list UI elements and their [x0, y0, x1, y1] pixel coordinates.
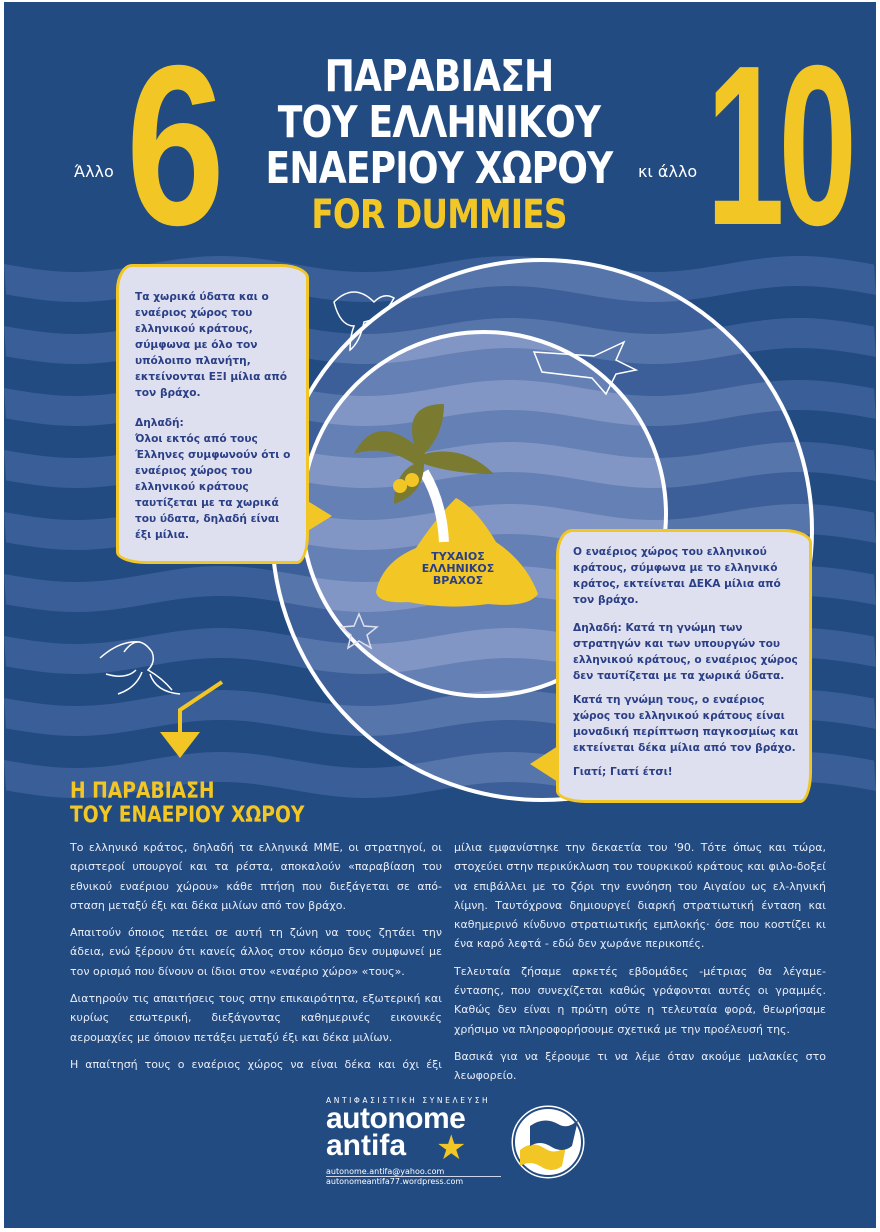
body-paragraph: μίλια εμφανίστηκε την δεκαετία του '90. … [454, 841, 826, 951]
island-label-line-1: ΤΥΧΑΙΟΣ [431, 550, 485, 563]
antifa-flag-logo-icon [508, 1102, 588, 1182]
ten-miles-box: Ο εναέριος χώρος του ελληνικού κράτους, … [556, 529, 812, 803]
org-subtitle: ΑΝΤΙΦΑΣΙΣΤΙΚΗ ΣΥΝΕΛΕΥΣΗ [326, 1096, 491, 1105]
six-miles-box: Τα χωρικά ύδατα και ο εναέριος χώρος του… [116, 264, 309, 564]
title-line-1: ΠΑΡΑΒΙΑΣΗ [324, 51, 555, 102]
section-title-line-1: Η ΠΑΡΑΒΙΑΣΗ [70, 779, 215, 804]
arrow-line [178, 680, 224, 732]
title-line-2: ΤΟΥ ΕΛΛΗΝΙΚΟΥ [277, 97, 601, 148]
org-logo: ΑΝΤΙΦΑΣΙΣΤΙΚΗ ΣΥΝΕΛΕΥΣΗ autonome antifa … [326, 1096, 516, 1186]
body-paragraph: Το ελληνικό κράτος, δηλαδή τα ελληνικά Μ… [70, 841, 442, 912]
title-line-3: ΕΝΑΕΡΙΟΥ ΧΩΡΟΥ [265, 143, 614, 194]
ten-miles-text: Ο εναέριος χώρος του ελληνικού κράτους, … [573, 546, 781, 606]
star-icon: ★ [436, 1128, 467, 1168]
six-miles-explanation: Όλοι εκτός από τους Έλληνες συμφωνούν ότ… [135, 433, 291, 541]
body-paragraph: Η απαίτησή τους ο εναέριος χώρος να είνα… [70, 1057, 442, 1071]
six-miles-label: Δηλαδή: [135, 417, 184, 429]
ten-miles-explanation: Δηλαδή: Κατά τη γνώμη των στρατηγών και … [573, 622, 798, 682]
contact-email[interactable]: autonome.antifa@yahoo.com [326, 1167, 501, 1177]
ten-miles-why: Γιατί; Γιατί έτσι! [573, 766, 673, 778]
left-number: 6 [126, 19, 225, 273]
left-prefix: Άλλο [74, 162, 114, 181]
title-block: ΠΑΡΑΒΙΑΣΗ ΤΟΥ ΕΛΛΗΝΙΚΟΥ ΕΝΑΕΡΙΟΥ ΧΩΡΟΥ F… [204, 51, 674, 239]
fighter-jet-icon [532, 340, 639, 396]
body-right-column: μίλια εμφανίστηκε την δεκαετία του '90. … [454, 838, 826, 1094]
section-title: Η ΠΑΡΑΒΙΑΣΗ ΤΟΥ ΕΝΑΕΡΙΟΥ ΧΩΡΟΥ [70, 780, 304, 828]
palm-trunk [419, 469, 449, 543]
contact-website[interactable]: autonomeantifa77.wordpress.com [326, 1177, 464, 1186]
island-label-line-3: ΒΡΑΧΟΣ [432, 574, 484, 587]
island-label: ΤΥΧΑΙΟΣ ΕΛΛΗΝΙΚΟΣ ΒΡΑΧΟΣ [388, 551, 528, 587]
starfish-icon [339, 612, 379, 650]
right-prefix: κι άλλο [638, 162, 698, 181]
left-box-pointer [306, 500, 332, 532]
ten-miles-opinion: Κατά τη γνώμη τους, ο εναέριος χώρος του… [573, 694, 799, 754]
dove-icon [333, 291, 395, 352]
section-title-line-2: ΤΟΥ ΕΝΑΕΡΙΟΥ ΧΩΡΟΥ [70, 803, 305, 828]
six-miles-text: Τα χωρικά ύδατα και ο εναέριος χώρος του… [135, 291, 287, 399]
body-left-column: Το ελληνικό κράτος, δηλαδή τα ελληνικά Μ… [70, 838, 442, 1082]
coconut [393, 479, 407, 493]
right-number: 10 [706, 19, 857, 273]
octopus-icon [99, 641, 181, 695]
subtitle: FOR DUMMIES [311, 192, 567, 238]
palm-leaves [354, 404, 494, 504]
body-paragraph: Βασικά για να ξέρουμε τι να λέμε όταν ακ… [454, 1049, 826, 1083]
logo-line-2: antifa [326, 1129, 407, 1162]
island-shape [376, 498, 538, 607]
right-box-pointer [530, 746, 558, 782]
arrow-down-icon [160, 732, 200, 758]
poster: Άλλο 6 κι άλλο 10 ΠΑΡΑΒΙΑΣΗ ΤΟΥ ΕΛΛΗΝΙΚΟ… [4, 2, 876, 1228]
sea-background [4, 256, 876, 802]
island-label-line-2: ΕΛΛΗΝΙΚΟΣ [421, 562, 495, 575]
body-paragraph: Διατηρούν τις απαιτήσεις τους στην επικα… [70, 992, 442, 1044]
coconut [405, 473, 419, 487]
body-paragraph: Τελευταία ζήσαμε αρκετές εβδομάδες -μέτρ… [454, 964, 826, 1036]
body-paragraph: Απαιτούν όποιος πετάει σε αυτή τη ζώνη ν… [70, 926, 442, 978]
logo-line-1: autonome [326, 1102, 466, 1135]
